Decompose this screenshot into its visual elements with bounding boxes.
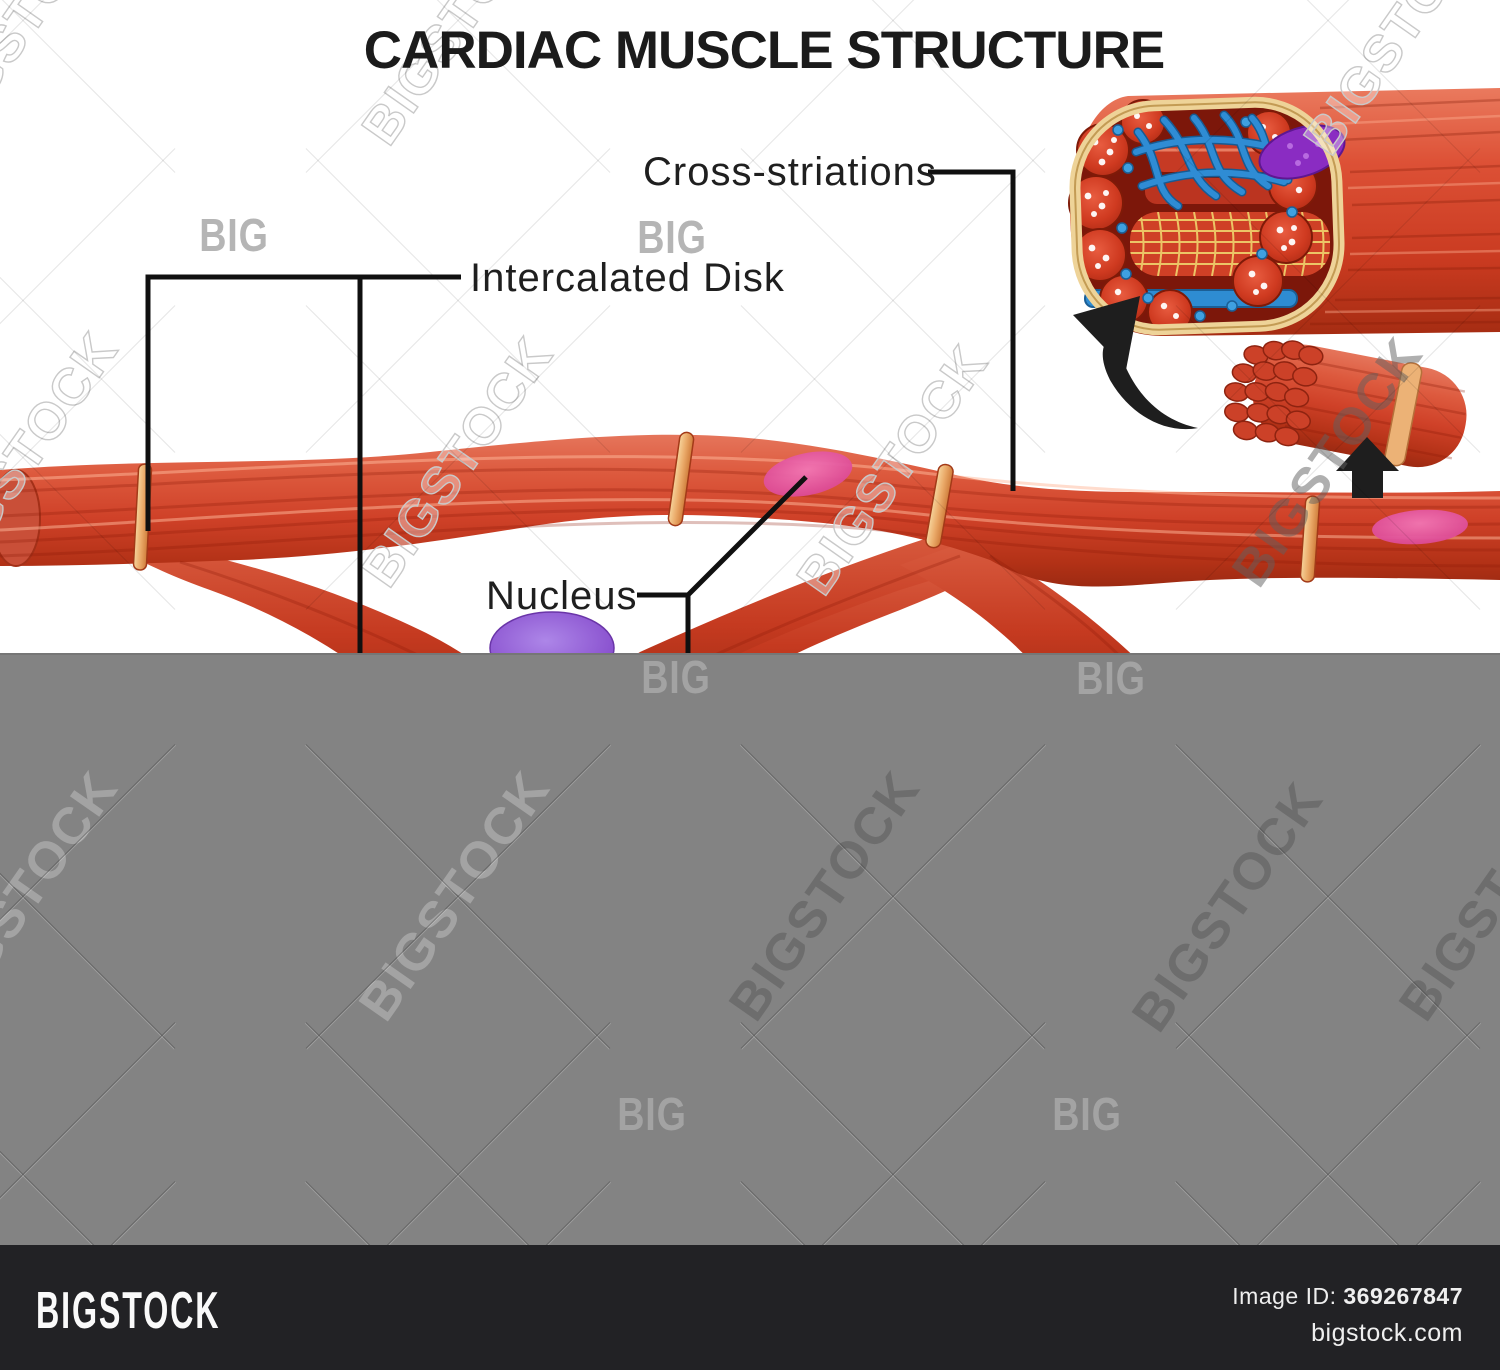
leader-nucleus <box>637 475 808 653</box>
watermark-line <box>0 1181 176 1247</box>
bigstock-logo: BIGSTOCK <box>36 1282 221 1340</box>
watermark-text: BIG <box>1076 655 1146 704</box>
watermark-layer-gray: BIG BIG BIG BIG BIGSTOCK BIGSTOCK BIGSTO… <box>0 655 1500 1247</box>
watermark-line <box>0 744 176 1049</box>
page-title: CARDIAC MUSCLE STRUCTURE <box>363 21 1165 80</box>
watermark-line <box>305 1022 611 1247</box>
watermark-text: BIGSTOCK <box>0 760 130 1032</box>
image-id-line: Image ID: 369267847 <box>1232 1283 1463 1310</box>
watermark-line <box>305 1022 611 1247</box>
muscle-fiber-bundle <box>1223 340 1467 468</box>
watermark-line <box>1175 744 1481 1049</box>
bigstock-site-link: bigstock.com <box>1311 1319 1463 1347</box>
watermark-line <box>1175 744 1481 1049</box>
watermark-text: BIG <box>641 655 711 703</box>
watermark-line <box>740 1022 1046 1247</box>
watermark-line <box>0 1022 176 1247</box>
leader-cross-striations <box>928 169 1016 491</box>
fiber-cross-section-cylinder <box>1068 88 1500 336</box>
leader-intercalated-disk <box>145 274 461 653</box>
watermark-line <box>740 1181 1046 1247</box>
watermark-line <box>1175 1181 1481 1247</box>
label-cross-striations: Cross-striations <box>643 150 937 194</box>
intercalated-disk-bands <box>132 431 1321 583</box>
watermark-text: BIG <box>617 1088 687 1140</box>
watermark-line <box>0 744 176 1049</box>
watermark-text: BIGSTOCK <box>718 760 932 1032</box>
watermark-text: BIG <box>1052 1088 1122 1140</box>
watermark-line <box>740 744 1046 1049</box>
footer-image-info: Image ID: 369267847 bigstock.com <box>1232 1283 1463 1348</box>
watermark-line <box>305 1181 611 1247</box>
watermark-line <box>1175 1022 1481 1247</box>
watermark-line <box>740 1181 1046 1247</box>
watermark-line <box>740 744 1046 1049</box>
watermark-line <box>740 1022 1046 1247</box>
watermark-line <box>1175 1022 1481 1247</box>
watermark-line <box>0 1181 176 1247</box>
curved-arrow-icon <box>1073 296 1198 430</box>
watermark-line <box>305 744 611 1049</box>
nucleus-pink-left <box>763 451 853 497</box>
watermark-line <box>305 744 611 1049</box>
footer-bar: BIGSTOCK Image ID: 369267847 bigstock.co… <box>0 1245 1500 1370</box>
leader-lines <box>145 169 1016 653</box>
nucleus-pink-right <box>1372 509 1468 545</box>
up-arrow-icon <box>1336 437 1399 498</box>
image-id-value: 369267847 <box>1343 1283 1463 1309</box>
watermark-line <box>0 1022 176 1247</box>
preview-crop-band: BIG BIG BIG BIG BIGSTOCK BIGSTOCK BIGSTO… <box>0 653 1500 1247</box>
watermark-line <box>305 1181 611 1247</box>
watermark-text: BIGSTOCK <box>1388 760 1500 1032</box>
watermark-text: BIGSTOCK <box>1121 771 1335 1043</box>
bundle-fiber-tips <box>1223 340 1324 447</box>
label-nucleus: Nucleus <box>486 574 638 618</box>
label-intercalated-disk: Intercalated Disk <box>470 256 785 300</box>
watermark-text: BIGSTOCK <box>348 760 562 1032</box>
watermark-line <box>1175 1181 1481 1247</box>
image-id-label: Image ID: <box>1232 1283 1337 1309</box>
